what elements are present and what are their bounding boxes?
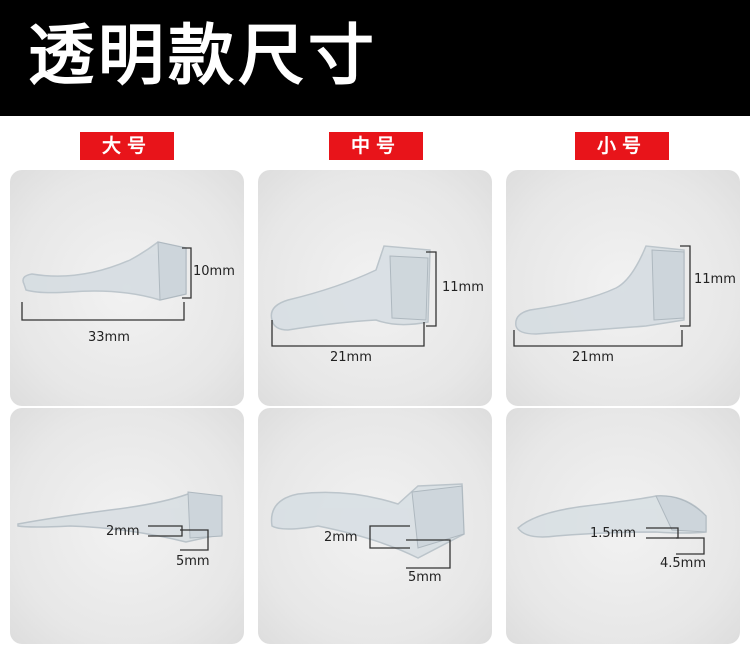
ear-hook-large-end-image xyxy=(17,491,223,551)
medium-length-label: 21mm xyxy=(330,350,372,365)
small-inner-label: 1.5mm xyxy=(590,526,637,541)
medium-height-label: 11mm xyxy=(442,280,484,295)
card-medium-side: 11mm 21mm xyxy=(258,170,492,406)
header-banner: 透明款尺寸 xyxy=(0,0,750,116)
card-medium-end: 2mm 5mm xyxy=(258,408,492,644)
size-badge-medium: 中号 xyxy=(329,132,423,160)
card-small-side: 11mm 21mm xyxy=(506,170,740,406)
ear-hook-medium-end-image xyxy=(270,483,465,569)
ear-hook-medium-side-image xyxy=(270,245,437,347)
size-badge-small: 小号 xyxy=(575,132,669,160)
card-small-end: 1.5mm 4.5mm xyxy=(506,408,740,644)
ear-hook-large-side-image xyxy=(21,241,192,321)
card-large-side: 10mm 33mm xyxy=(10,170,244,406)
large-outer-label: 5mm xyxy=(176,554,210,569)
medium-inner-label: 2mm xyxy=(324,530,358,545)
large-inner-label: 2mm xyxy=(106,524,140,539)
large-length-label: 33mm xyxy=(88,330,130,345)
size-badge-large: 大号 xyxy=(80,132,174,160)
card-large-end: 2mm 5mm xyxy=(10,408,244,644)
small-outer-label: 4.5mm xyxy=(660,556,707,571)
small-height-label: 11mm xyxy=(694,272,736,287)
page-title: 透明款尺寸 xyxy=(28,17,378,94)
small-length-label: 21mm xyxy=(572,350,614,365)
large-height-label: 10mm xyxy=(193,264,235,279)
ear-hook-small-end-image xyxy=(517,495,707,555)
medium-outer-label: 5mm xyxy=(408,570,442,585)
ear-hook-small-side-image xyxy=(513,245,691,347)
